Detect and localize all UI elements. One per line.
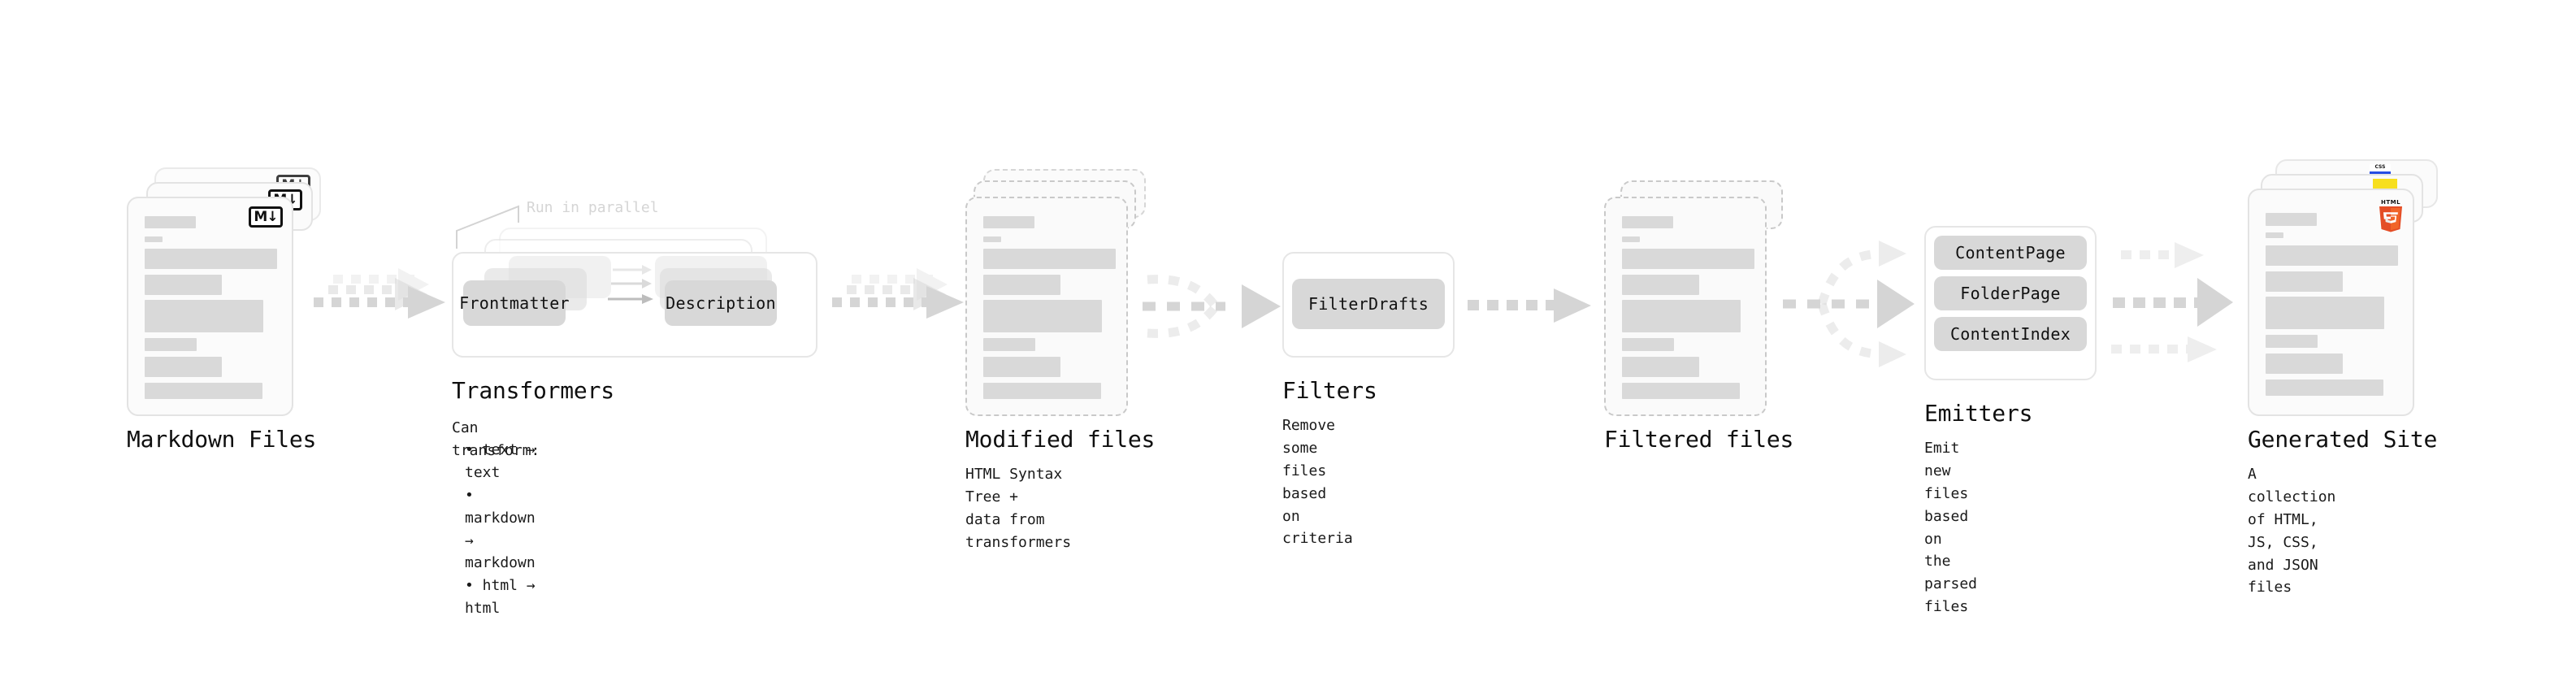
filter-pill-filterdrafts[interactable]: FilterDrafts	[1292, 279, 1445, 329]
skeleton-bar	[2266, 271, 2343, 292]
arrow-emitters-to-site	[2110, 229, 2264, 375]
skeleton-bar	[1622, 338, 1674, 351]
skeleton-bar	[1622, 300, 1741, 332]
markdown-file-card-front	[127, 197, 293, 416]
transformers-bullet-2: • markdown → markdown	[465, 486, 536, 572]
skeleton-bar	[983, 300, 1102, 332]
arrow-filtered-to-emitters	[1776, 237, 1923, 375]
transformers-bullet-1: • text → text	[465, 441, 536, 481]
skeleton-bar	[145, 383, 262, 399]
skeleton-bar	[145, 338, 197, 351]
skeleton-bar	[983, 249, 1116, 269]
emitter-pill-folderpage[interactable]: FolderPage	[1934, 276, 2087, 310]
skeleton-bar	[1622, 275, 1699, 295]
skeleton-bar	[145, 216, 196, 228]
skeleton-bar	[2266, 335, 2318, 348]
emitter-pill-folderpage-label: FolderPage	[1960, 284, 2061, 303]
skeleton-bar	[983, 216, 1034, 228]
emitter-pill-contentpage-label: ContentPage	[1955, 243, 2066, 262]
svg-text:HTML: HTML	[2381, 199, 2400, 206]
skeleton-bar	[1622, 357, 1699, 377]
arrow-filters-to-filtered	[1463, 288, 1601, 337]
stage-title-markdown-files: Markdown Files	[127, 426, 317, 453]
skeleton-bar	[145, 357, 222, 377]
markdown-icon-glyph: M↓	[254, 208, 278, 225]
skeleton-bar	[2266, 354, 2343, 374]
skeleton-bar	[2266, 297, 2384, 329]
markdown-icon: M↓	[249, 206, 283, 228]
skeleton-bar	[1622, 383, 1740, 399]
emitters-group	[1924, 226, 2097, 380]
transformer-pill-frontmatter[interactable]: Frontmatter	[459, 280, 570, 326]
transformer-pill-description[interactable]: Description	[665, 280, 777, 326]
transformer-pill-frontmatter-label: Frontmatter	[459, 293, 570, 313]
stage-title-transformers: Transformers	[452, 377, 614, 404]
skeleton-bar	[1622, 216, 1673, 228]
emitter-pill-contentindex[interactable]: ContentIndex	[1934, 317, 2087, 351]
stage-title-filtered-files: Filtered files	[1604, 426, 1794, 453]
filter-pill-filterdrafts-label: FilterDrafts	[1308, 294, 1429, 314]
generated-site-subtitle: A collection of HTML, JS, CSS, and JSON …	[2248, 466, 2336, 596]
skeleton-bar	[2266, 213, 2317, 226]
filters-subtitle: Remove some files based on criteria	[1282, 417, 1353, 548]
arrow-modified-to-filters	[1134, 262, 1289, 351]
skeleton-bar	[2266, 380, 2383, 396]
skeleton-bar	[983, 236, 1001, 242]
emitter-pill-contentindex-label: ContentIndex	[1949, 324, 2071, 344]
skeleton-bar	[983, 338, 1035, 351]
stage-title-generated-site: Generated Site	[2248, 426, 2438, 453]
run-in-parallel-label: Run in parallel	[527, 199, 659, 216]
skeleton-bar	[2266, 245, 2398, 266]
filtered-file-card-front	[1604, 197, 1767, 416]
skeleton-bar	[2266, 232, 2283, 238]
html5-icon: HTML	[2377, 197, 2405, 232]
arrow-markdown-to-transformers	[309, 268, 471, 349]
transformer-pill-description-label: Description	[666, 293, 776, 313]
skeleton-bar	[145, 236, 163, 242]
skeleton-bar	[983, 275, 1060, 295]
emitter-pill-contentpage[interactable]: ContentPage	[1934, 236, 2087, 270]
skeleton-bar	[145, 300, 263, 332]
skeleton-bar	[1622, 236, 1640, 242]
modified-file-card-front	[965, 197, 1128, 416]
stage-title-modified-files: Modified files	[965, 426, 1156, 453]
arrow-transformers-to-modified	[827, 268, 990, 349]
transformers-bullet-list: • text → text • markdown → markdown • ht…	[465, 439, 536, 620]
skeleton-bar	[145, 249, 277, 269]
skeleton-bar	[1622, 249, 1754, 269]
stage-title-filters: Filters	[1282, 377, 1377, 404]
transformers-subtitle: Can transform:	[452, 419, 540, 459]
skeleton-bar	[983, 383, 1101, 399]
skeleton-bar	[145, 275, 222, 295]
css-icon: CSS	[2370, 164, 2391, 175]
skeleton-bar	[983, 357, 1060, 377]
transformers-bullet-3: • html → html	[465, 577, 536, 618]
modified-files-subtitle: HTML Syntax Tree + data from transformer…	[965, 466, 1072, 551]
filters-group	[1282, 252, 1455, 358]
run-in-parallel-bracket	[455, 195, 561, 252]
stage-title-emitters: Emitters	[1924, 400, 2033, 427]
transformers-inner-arrows	[608, 260, 709, 325]
emitters-subtitle: Emit new files based on the parsed files	[1924, 440, 1978, 616]
